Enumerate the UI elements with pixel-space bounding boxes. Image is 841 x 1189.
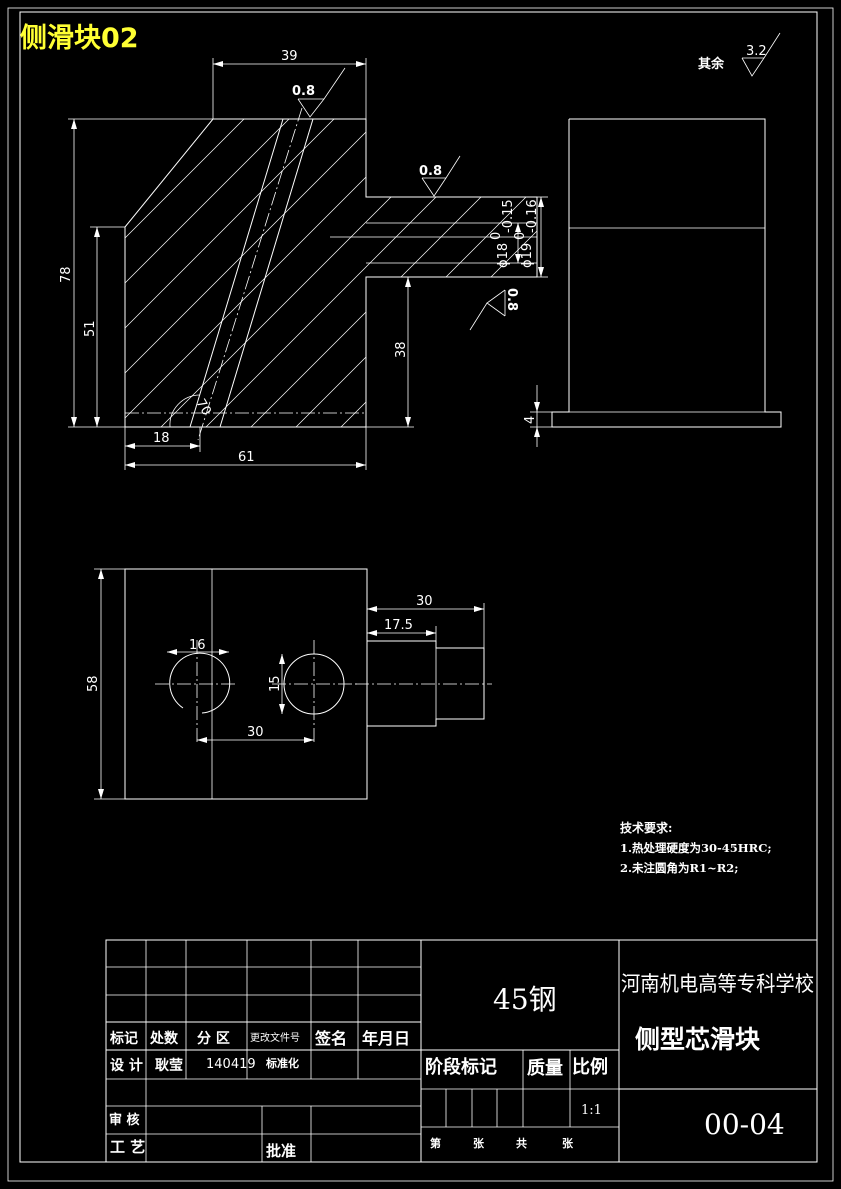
roughness-side: 0.8 [504,288,519,311]
tb-approve: 批准 [266,1142,296,1160]
dim-78: 78 [59,266,74,283]
dim-phi19: ϕ19 [520,243,535,268]
tb-designer: 耿莹 [155,1057,183,1074]
front-section-view: 39 78 51 38 18 61 70 [59,49,548,470]
dim-16: 16 [189,638,206,653]
tb-zhang2: 张 [562,1136,574,1150]
dim-51: 51 [83,320,98,337]
roughness-top: 0.8 [292,84,315,99]
tb-gong: 共 [516,1136,527,1150]
dim-38: 38 [394,341,409,358]
dim-30-top: 30 [416,594,433,609]
tb-mark: 标记 [109,1030,138,1047]
dim-angle-70: 70 [193,397,214,419]
tb-stage: 阶段标记 [425,1056,497,1078]
outer-border [7,7,834,1182]
tb-part-name: 侧型芯滑块 [635,1025,760,1054]
dim-61: 61 [238,450,255,465]
roughness-other-value: 3.2 [746,44,767,59]
technical-requirements: 技术要求: 1.热处理硬度为30-45HRC; 2.未注圆角为R1~R2; [620,820,772,875]
sheet-title: 侧滑块02 [20,23,139,54]
dim-phi18: ϕ18 [496,243,511,268]
tb-sign: 签名 [314,1029,347,1048]
roughness-other-label: 其余 [698,56,725,72]
tb-zone: 分 区 [197,1031,230,1047]
tb-doc: 更改文件号 [250,1031,300,1044]
dim-30-bottom: 30 [247,725,264,740]
roughness-step: 0.8 [419,164,442,179]
dim-phi19-tol-dn: -0.16 [525,199,540,233]
dim-58: 58 [86,675,101,692]
top-view: 58 30 17.5 16 15 30 [86,568,492,800]
tb-zhang1: 张 [473,1136,485,1150]
dim-4: 4 [523,416,538,424]
tech-heading: 技术要求: [620,820,672,835]
tb-ratio: 比例 [572,1056,608,1078]
dim-15: 15 [268,675,283,692]
tb-mass: 质量 [527,1057,563,1079]
tb-craft: 工 艺 [110,1138,145,1156]
side-view: 4 其余 3.2 [523,32,782,447]
tb-design-date: 140419 [206,1057,256,1072]
dim-phi18-tol-dn: -0.15 [501,199,516,233]
dim-17-5: 17.5 [384,618,413,633]
tb-design-label: 设 计 [110,1057,143,1074]
title-block: 标记 处数 分 区 更改文件号 签名 年月日 设 计 耿莹 140419 标准化… [105,939,818,1163]
section-outline [124,118,538,428]
tb-standard: 标准化 [265,1056,299,1070]
tb-review: 审 核 [109,1112,140,1128]
tech-line-1: 1.热处理硬度为30-45HRC; [620,841,772,855]
tb-drawing-no: 00-04 [704,1108,785,1141]
tb-count: 处数 [149,1030,179,1047]
dim-18: 18 [153,431,170,446]
tech-line-2: 2.未注圆角为R1~R2; [620,861,739,875]
dim-phi18-tol-up: 0 [489,232,504,240]
dim-phi19-tol-up: 0 [513,232,528,240]
tb-date: 年月日 [362,1029,410,1048]
tb-scale: 1:1 [581,1103,602,1118]
tb-material: 45钢 [493,983,557,1016]
dim-39: 39 [281,49,298,64]
tb-school: 河南机电高等专科学校 [621,972,814,996]
tb-sheet: 第 [430,1136,441,1150]
